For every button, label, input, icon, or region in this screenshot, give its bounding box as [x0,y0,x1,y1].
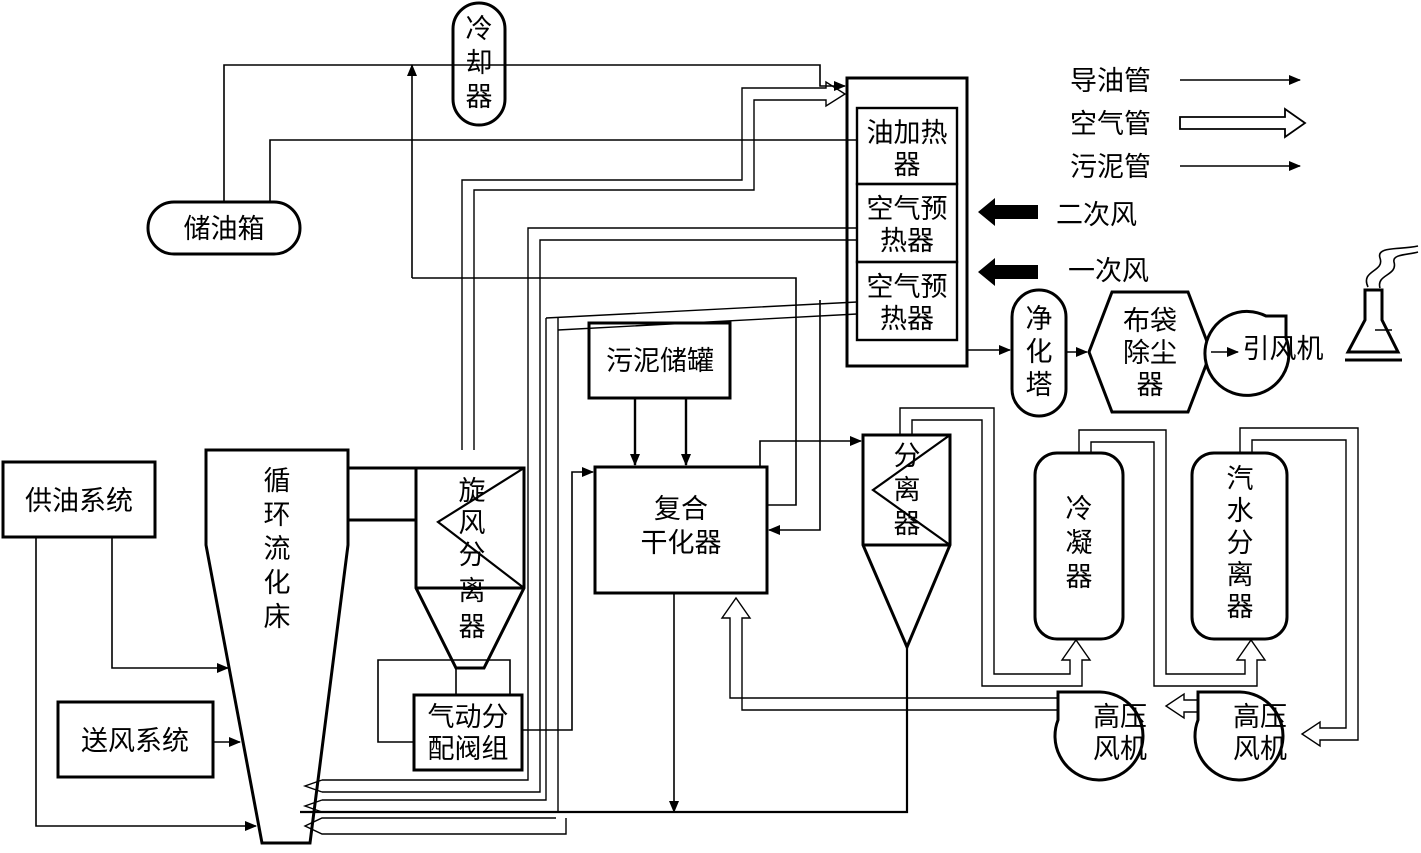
svg-text:流: 流 [264,534,291,565]
composite-dryer: 复合 干化器 [593,465,769,595]
svg-text:却: 却 [466,48,493,79]
svg-text:送风系统: 送风系统 [81,726,189,757]
svg-text:循: 循 [264,466,291,497]
purification-tower: 净 化 塔 [1010,288,1068,418]
oil-heater-label: 油加热 [867,118,948,149]
svg-text:离: 离 [459,576,486,607]
cfb-cyclone-duct [348,466,416,522]
svg-text:热器: 热器 [880,226,934,257]
legend-sludge-label: 污泥管 [1070,152,1151,183]
cyclone-separator: 旋 风 分 离 器 [414,466,526,670]
svg-text:器: 器 [894,509,921,540]
heater-tower: 油加热 器 空气预 热器 空气预 热器 [845,76,969,368]
svg-text:储油箱: 储油箱 [184,214,265,245]
svg-text:风机: 风机 [1093,734,1147,765]
condenser: 冷 凝 器 [1033,451,1125,641]
bag-filter: 布袋 除尘 器 [1087,290,1213,414]
svg-text:凝: 凝 [1066,528,1093,559]
svg-text:风: 风 [459,508,486,539]
svg-text:供油系统: 供油系统 [25,486,133,517]
svg-text:器: 器 [1227,592,1254,623]
svg-text:器: 器 [466,82,493,113]
primary-air-label: 一次风 [1068,256,1149,287]
air-inlets: 二次风 一次风 [978,198,1149,287]
oil-supply-system: 供油系统 [1,460,157,539]
svg-text:离: 离 [894,475,921,506]
svg-text:气动分: 气动分 [428,702,509,733]
air-preheater-2-label: 空气预 [867,272,948,303]
svg-text:化: 化 [264,568,291,599]
high-pressure-fan-2: 高压 风机 [1193,690,1287,782]
svg-text:冷: 冷 [1066,494,1093,525]
high-pressure-fan-1: 高压 风机 [1053,690,1147,782]
svg-text:引风机: 引风机 [1243,334,1324,365]
svg-text:汽: 汽 [1227,464,1254,495]
pneumatic-valve-group: 气动分 配阀组 [412,693,524,772]
secondary-air-label: 二次风 [1056,200,1137,231]
svg-text:旋: 旋 [459,476,486,507]
svg-text:器: 器 [1066,562,1093,593]
svg-text:风机: 风机 [1233,734,1287,765]
svg-text:分: 分 [1227,528,1254,559]
svg-text:环: 环 [264,500,291,531]
svg-text:布袋: 布袋 [1123,306,1177,337]
sludge-tank: 污泥储罐 [587,321,732,400]
air-supply-system: 送风系统 [56,700,215,779]
legend-air-label: 空气管 [1070,109,1151,140]
svg-text:化: 化 [1026,337,1053,368]
induced-fan: 引风机 [1203,309,1324,397]
svg-text:高压: 高压 [1233,702,1287,733]
legend: 导油管 空气管 污泥管 [1070,66,1307,183]
svg-text:水: 水 [1227,496,1254,527]
svg-text:器: 器 [459,612,486,643]
svg-text:高压: 高压 [1093,702,1147,733]
svg-text:污泥储罐: 污泥储罐 [606,346,714,377]
svg-text:干化器: 干化器 [641,528,722,559]
air-preheater-1-label: 空气预 [867,194,948,225]
legend-oil-label: 导油管 [1070,66,1151,97]
air-pipes [302,80,1359,835]
svg-text:器: 器 [894,150,921,181]
svg-text:除尘: 除尘 [1123,338,1177,369]
separator: 分 离 器 [861,433,952,651]
svg-text:冷: 冷 [466,14,493,45]
oil-pipes [35,64,857,831]
svg-text:分: 分 [459,540,486,571]
svg-text:复合: 复合 [654,494,708,525]
svg-text:配阀组: 配阀组 [428,734,509,765]
oil-tank: 储油箱 [146,200,302,256]
svg-text:热器: 热器 [880,304,934,335]
circulating-fluidized-bed: 循 环 流 化 床 [204,448,350,845]
legend-air-arrow [1179,107,1307,139]
cooler: 冷 却 器 [451,1,507,127]
svg-text:塔: 塔 [1026,370,1053,401]
svg-text:离: 离 [1227,560,1254,591]
svg-text:床: 床 [264,602,291,633]
svg-text:器: 器 [1137,370,1164,401]
steam-water-separator: 汽 水 分 离 器 [1190,451,1289,641]
svg-text:净: 净 [1026,304,1053,335]
chimney-icon [1345,245,1419,362]
svg-text:分: 分 [894,441,921,472]
